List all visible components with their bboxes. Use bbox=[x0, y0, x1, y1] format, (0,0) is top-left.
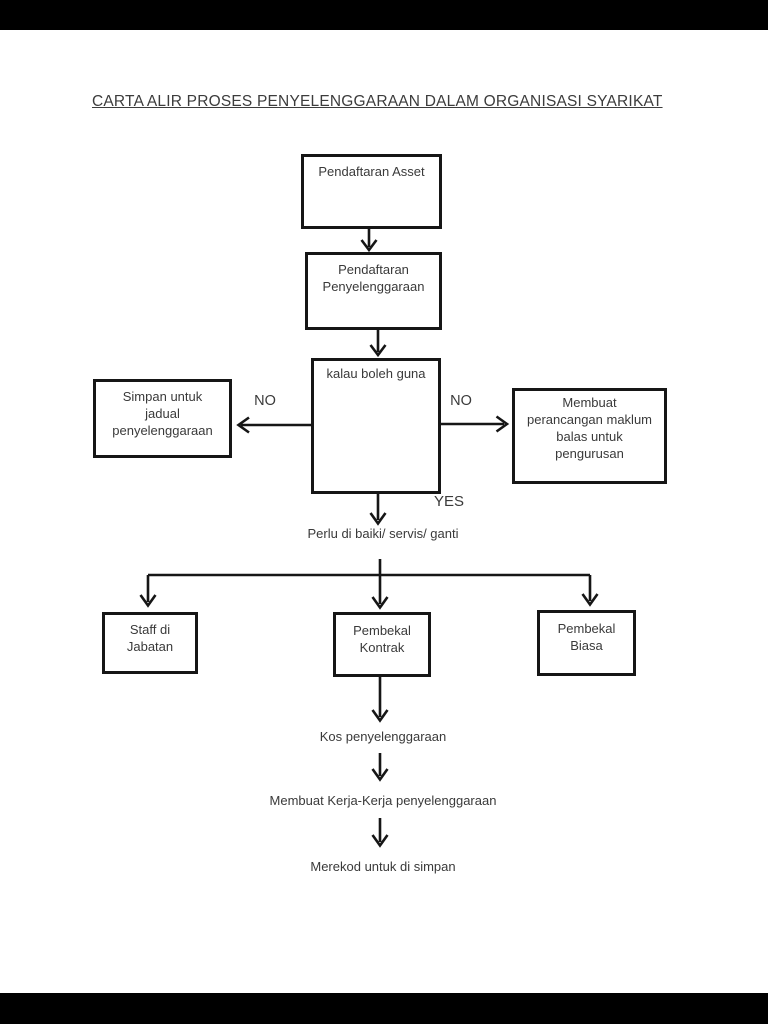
arrow-asset-to-pendaftaran bbox=[360, 229, 378, 253]
node-label: kalau boleh guna bbox=[326, 366, 426, 381]
node-label: perancangan maklum bbox=[526, 412, 653, 427]
node-label: Simpan untuk bbox=[122, 389, 203, 404]
node-pendaftaran-asset: Pendaftaran Asset bbox=[301, 154, 442, 229]
page-title: CARTA ALIR PROSES PENYELENGGARAAN DALAM … bbox=[92, 93, 663, 110]
text-node-merekod: Merekod untuk di simpan bbox=[310, 859, 456, 874]
arrow-kalau-down-yes bbox=[369, 494, 387, 526]
text-node-kos: Kos penyelenggaraan bbox=[319, 729, 447, 744]
arrow-kerja-to-merekod bbox=[371, 818, 389, 848]
letterbox-bar-bottom bbox=[0, 993, 768, 1024]
node-staff-jabatan: Staff di Jabatan bbox=[102, 612, 198, 674]
node-pembekal-kontrak: Pembekal Kontrak bbox=[333, 612, 431, 677]
text-node-membuat-kerja: Membuat Kerja-Kerja penyelenggaraan bbox=[269, 793, 497, 808]
node-pembekal-biasa: Pembekal Biasa bbox=[537, 610, 636, 676]
node-kalau-boleh-guna: kalau boleh guna bbox=[311, 358, 441, 494]
arrow-kalau-to-maklum-no bbox=[441, 415, 510, 433]
arrow-pendaftaran-to-kalau bbox=[369, 330, 387, 358]
node-label: pengurusan bbox=[555, 446, 624, 461]
node-label: Staff di bbox=[129, 622, 171, 637]
node-maklum-balas: Membuat perancangan maklum balas untuk p… bbox=[512, 388, 667, 484]
arrow-kos-to-kerja bbox=[371, 753, 389, 782]
letterbox-bar-top bbox=[0, 0, 768, 30]
text-node-perlu-dibaiki: Perlu di baiki/ servis/ ganti bbox=[307, 526, 459, 541]
node-label: Kontrak bbox=[359, 640, 405, 655]
branch-connector bbox=[139, 559, 599, 610]
node-label: Jabatan bbox=[126, 639, 174, 654]
arrow-kalau-to-simpan-no bbox=[236, 416, 311, 434]
node-label: Pendaftaran bbox=[338, 262, 409, 277]
node-label: Penyelenggaraan bbox=[322, 279, 425, 294]
node-label: Pembekal bbox=[557, 621, 616, 636]
node-label: Biasa bbox=[570, 638, 603, 653]
branch-label-no-right: NO bbox=[450, 393, 472, 409]
branch-label-no-left: NO bbox=[254, 393, 276, 409]
branch-label-yes: YES bbox=[434, 493, 465, 510]
node-label: Pembekal bbox=[353, 623, 411, 638]
node-pendaftaran-penyelenggaraan: Pendaftaran Penyelenggaraan bbox=[305, 252, 442, 330]
node-label: Membuat bbox=[562, 395, 617, 410]
node-label: balas untuk bbox=[556, 429, 623, 444]
node-label: penyelenggaraan bbox=[112, 423, 213, 438]
node-label: jadual bbox=[145, 406, 180, 421]
arrow-kontrak-to-kos bbox=[371, 677, 389, 723]
node-label: Pendaftaran Asset bbox=[318, 164, 425, 179]
node-simpan-jadual: Simpan untuk jadual penyelenggaraan bbox=[93, 379, 232, 458]
